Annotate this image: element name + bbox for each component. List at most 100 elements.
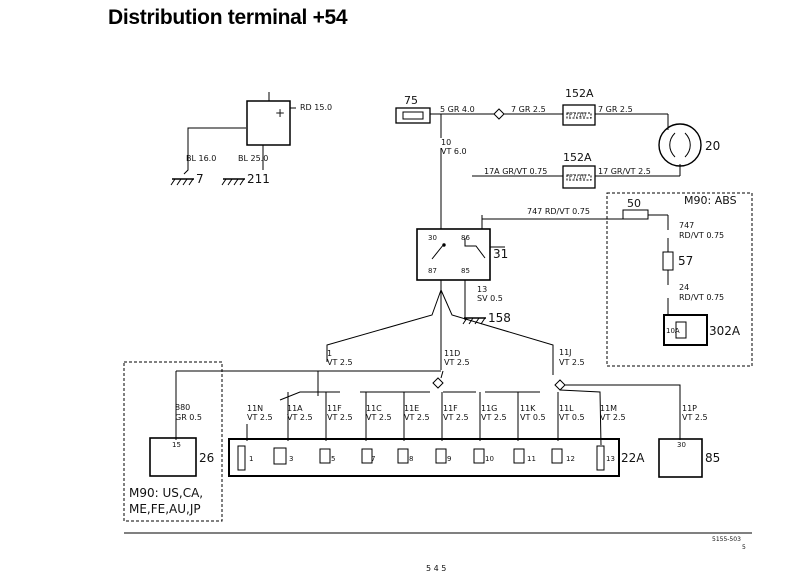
relay-pin: 85 bbox=[461, 267, 470, 275]
wire-label: VT 6.0 bbox=[441, 147, 467, 156]
wire-label: 11A bbox=[287, 404, 303, 413]
wire-label: BL 25.0 bbox=[238, 154, 268, 163]
wire-label: SV 0.5 bbox=[477, 294, 503, 303]
wire-label: 5 GR 4.0 bbox=[440, 105, 475, 114]
wire-label: VT 0.5 bbox=[520, 413, 546, 422]
wire-label: VT 2.5 bbox=[247, 413, 273, 422]
wire-label: 24 bbox=[679, 283, 689, 292]
component-label-211: 211 bbox=[247, 172, 270, 186]
wire-label: VT 2.5 bbox=[404, 413, 430, 422]
fuse-label: F7/10 bbox=[569, 112, 586, 119]
wire-label: 747 RD/VT 0.75 bbox=[527, 207, 590, 216]
wire-label: GR 0.5 bbox=[175, 413, 202, 422]
relay-pin: 30 bbox=[428, 234, 437, 242]
component-57 bbox=[662, 251, 674, 271]
wire-label: 11F bbox=[443, 404, 458, 413]
m90-abs-panel bbox=[606, 192, 753, 367]
wire-label: 11N bbox=[247, 404, 263, 413]
diagram-title: Distribution terminal +54 bbox=[108, 6, 348, 29]
component-label-7: 7 bbox=[196, 172, 204, 186]
wire-label: VT 2.5 bbox=[559, 358, 585, 367]
component-26 bbox=[149, 437, 197, 477]
fuse-50 bbox=[622, 209, 649, 220]
market-label: M90: US,CA, bbox=[129, 486, 203, 500]
connector-pin-number: 12 bbox=[566, 455, 575, 463]
wire-label: 747 bbox=[679, 221, 694, 230]
pin-slots bbox=[237, 445, 605, 471]
relay-pin: 86 bbox=[461, 234, 470, 242]
wire-label: 11L bbox=[559, 404, 574, 413]
ground-symbol bbox=[170, 178, 194, 186]
wire-label: RD/VT 0.75 bbox=[679, 231, 724, 240]
wire-label: 11F bbox=[327, 404, 342, 413]
wire-label: 11G bbox=[481, 404, 497, 413]
connector-pin-number: 11 bbox=[527, 455, 536, 463]
connector-pin-number: 10 bbox=[485, 455, 494, 463]
component-label-26: 26 bbox=[199, 451, 214, 465]
m90-abs-label: M90: ABS bbox=[684, 194, 737, 207]
relay-31 bbox=[416, 228, 491, 281]
wire-label: 11M bbox=[600, 404, 617, 413]
connector-diamond bbox=[554, 379, 566, 391]
ground-symbol bbox=[221, 178, 245, 186]
component-20 bbox=[658, 123, 702, 167]
connector-pin-number: 3 bbox=[289, 455, 293, 463]
wire-label: VT 2.5 bbox=[481, 413, 507, 422]
wire-label: 10 bbox=[441, 138, 451, 147]
component-label-22a: 22A bbox=[621, 451, 645, 465]
component-label-57: 57 bbox=[678, 254, 693, 268]
wire-label: VT 2.5 bbox=[366, 413, 392, 422]
component-label-75: 75 bbox=[404, 94, 418, 107]
component-label-302a: 302A bbox=[709, 324, 741, 338]
component-label-158: 158 bbox=[488, 311, 511, 325]
wire-label: 17 GR/VT 2.5 bbox=[598, 167, 651, 176]
wire-label: 11K bbox=[520, 404, 536, 413]
market-label: ME,FE,AU,JP bbox=[129, 502, 201, 516]
market-panel bbox=[123, 361, 223, 522]
fuse-label: F7/10 bbox=[569, 174, 586, 181]
wire-label: VT 2.5 bbox=[600, 413, 626, 422]
component-label-85: 85 bbox=[705, 451, 720, 465]
component-152a-lower bbox=[562, 165, 596, 189]
wire-label: 11D bbox=[444, 349, 460, 358]
component-pin: 30 bbox=[677, 441, 686, 449]
wire-label: RD/VT 0.75 bbox=[679, 293, 724, 302]
component-label-20: 20 bbox=[705, 139, 720, 153]
connector-pin-number: 9 bbox=[447, 455, 451, 463]
wire-label: VT 2.5 bbox=[327, 413, 353, 422]
component-85 bbox=[658, 438, 703, 478]
component-75 bbox=[395, 107, 431, 124]
connector-diamond bbox=[493, 108, 505, 120]
wire-label: VT 2.5 bbox=[287, 413, 313, 422]
wire-label: VT 2.5 bbox=[444, 358, 470, 367]
terminal-plus-symbol: + bbox=[275, 106, 285, 120]
connector-pin-number: 8 bbox=[409, 455, 413, 463]
connector-pin-number: 1 bbox=[249, 455, 253, 463]
wire-label: VT 0.5 bbox=[559, 413, 585, 422]
connector-pin-number: 13 bbox=[606, 455, 615, 463]
connector-pin-number: 7 bbox=[371, 455, 375, 463]
connector-22a bbox=[228, 438, 620, 477]
wire-label: BL 16.0 bbox=[186, 154, 216, 163]
wire-label: 11P bbox=[682, 404, 697, 413]
component-label-152a: 152A bbox=[565, 87, 594, 100]
fuse-302a-rating: 10A bbox=[666, 327, 680, 335]
relay-pin: 87 bbox=[428, 267, 437, 275]
wire-label: RD 15.0 bbox=[300, 103, 332, 112]
footer-subcode: 5 bbox=[742, 544, 746, 551]
component-label-152a-lower: 152A bbox=[563, 151, 592, 164]
component-label-50: 50 bbox=[627, 197, 641, 210]
wire-label: 11J bbox=[559, 348, 572, 357]
connector-diamond bbox=[432, 377, 444, 389]
connector-pin-number: 5 bbox=[331, 455, 335, 463]
wire-label: 11C bbox=[366, 404, 382, 413]
component-label-31: 31 bbox=[493, 247, 508, 261]
wire-label: 7 GR 2.5 bbox=[598, 105, 633, 114]
wire-label: VT 2.5 bbox=[443, 413, 469, 422]
wire-label: 11E bbox=[404, 404, 419, 413]
footer-code: 5155-503 bbox=[712, 536, 741, 543]
wire-label: 17A GR/VT 0.75 bbox=[484, 167, 547, 176]
fuse-302a bbox=[663, 314, 708, 346]
component-pin: 15 bbox=[172, 441, 181, 449]
